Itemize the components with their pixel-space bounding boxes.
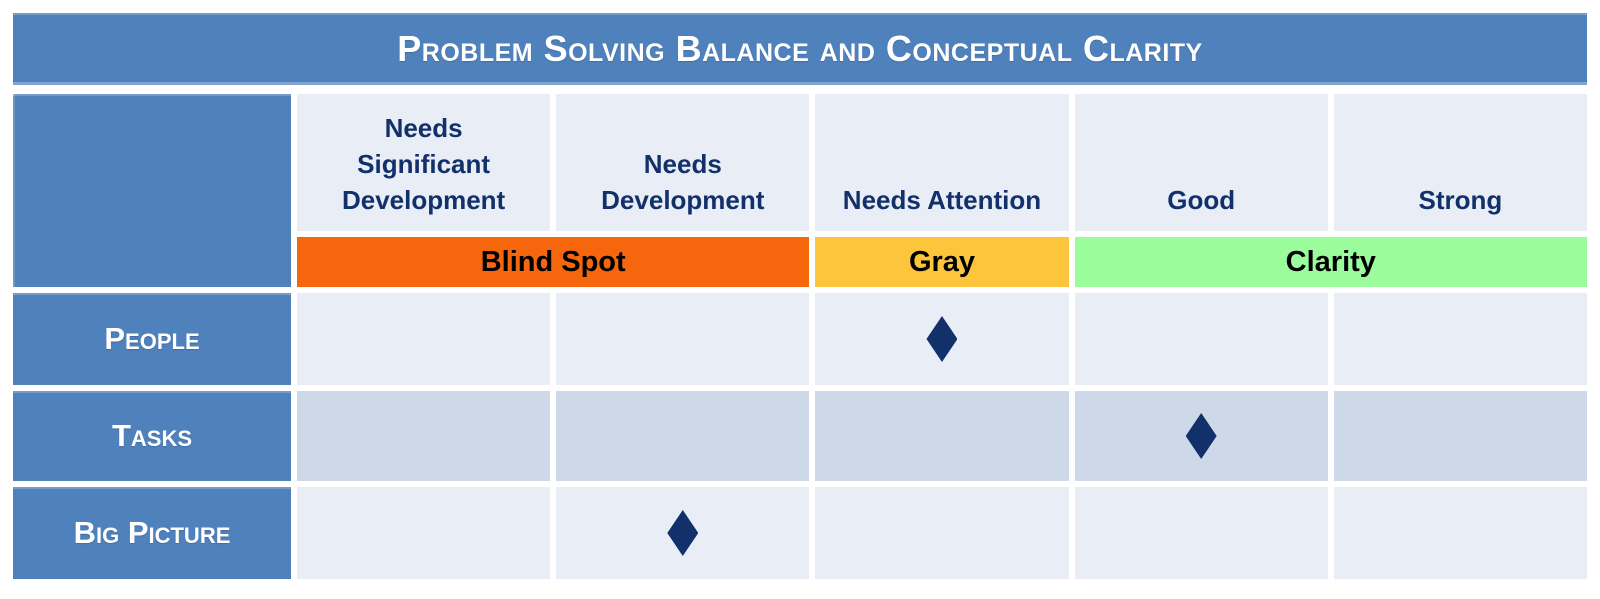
matrix-cell-people-strong	[1333, 293, 1587, 385]
column-header-needs-attention: Needs Attention	[815, 94, 1069, 231]
zone-band-clarity: Clarity	[1074, 237, 1587, 287]
matrix-cell-people-good	[1074, 293, 1328, 385]
rating-marker-diamond	[926, 316, 958, 362]
matrix-title-bar: Problem Solving Balance and Conceptual C…	[13, 13, 1587, 85]
column-header-strong: Strong	[1333, 94, 1587, 231]
row-label-people: People	[13, 293, 291, 385]
matrix-cell-tasks-needs-significant-development	[297, 391, 551, 481]
matrix-cell-tasks-strong	[1333, 391, 1587, 481]
problem-solving-matrix: Problem Solving Balance and Conceptual C…	[13, 13, 1587, 579]
matrix-cell-big-picture-needs-attention	[815, 487, 1069, 579]
matrix-cell-big-picture-needs-significant-development	[297, 487, 551, 579]
column-header-needs-development: Needs Development	[556, 94, 810, 231]
rating-marker-diamond	[667, 510, 699, 556]
matrix-title: Problem Solving Balance and Conceptual C…	[397, 28, 1203, 69]
matrix-cell-tasks-good	[1074, 391, 1328, 481]
row-label-tasks: Tasks	[13, 391, 291, 481]
column-header-good: Good	[1074, 94, 1328, 231]
zone-band-gray: Gray	[815, 237, 1069, 287]
column-header-needs-significant-development: Needs Significant Development	[297, 94, 551, 231]
matrix-cell-tasks-needs-attention	[815, 391, 1069, 481]
matrix-cell-tasks-needs-development	[556, 391, 810, 481]
matrix-cell-people-needs-development	[556, 293, 810, 385]
matrix-corner-cell	[13, 94, 291, 287]
matrix-cell-big-picture-strong	[1333, 487, 1587, 579]
matrix-cell-people-needs-significant-development	[297, 293, 551, 385]
matrix-cell-big-picture-needs-development	[556, 487, 810, 579]
rating-marker-diamond	[1185, 413, 1217, 459]
zone-band-blind-spot: Blind Spot	[297, 237, 810, 287]
matrix-cell-people-needs-attention	[815, 293, 1069, 385]
matrix-cell-big-picture-good	[1074, 487, 1328, 579]
row-label-big-picture: Big Picture	[13, 487, 291, 579]
